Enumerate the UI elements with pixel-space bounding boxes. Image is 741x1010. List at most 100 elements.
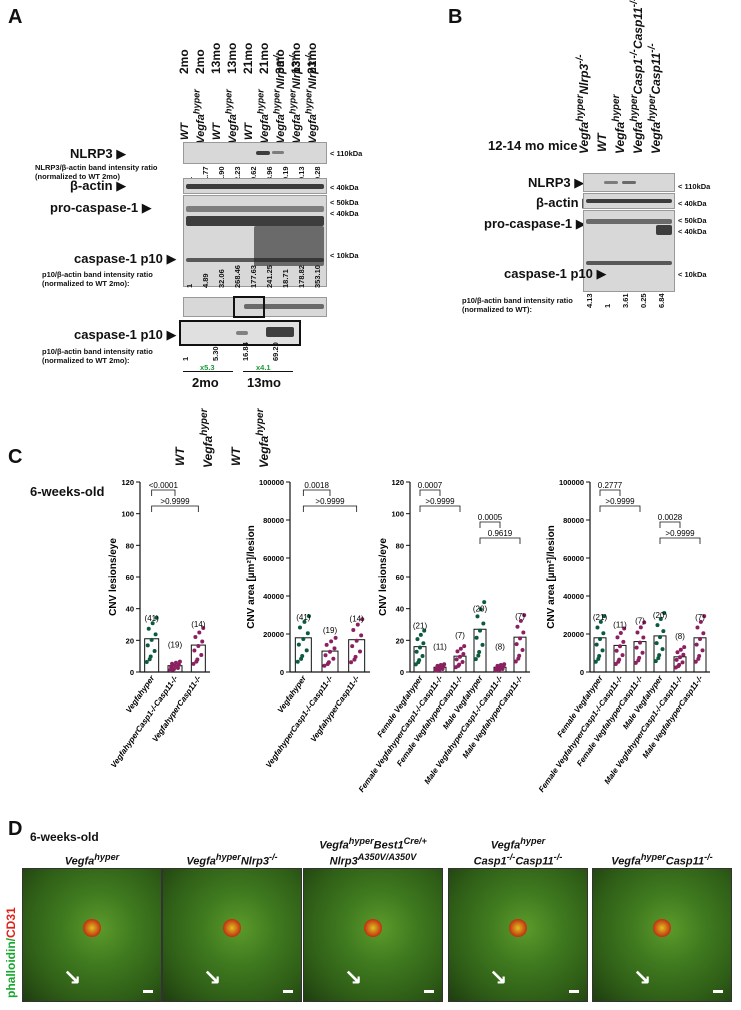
data-point [620, 653, 625, 658]
y-tick-label: 20000 [263, 630, 284, 639]
bactin-label: β-actin ▶ [70, 178, 127, 193]
data-point [676, 664, 681, 669]
data-point [680, 660, 685, 665]
y-tick-label: 0 [400, 668, 404, 677]
data-point [502, 662, 507, 667]
data-point [480, 642, 485, 647]
ratio-value: 1 [603, 303, 612, 308]
lane-genotype-1: Vegfahyper [191, 89, 207, 144]
y-axis-label: CNV lesions/eye [108, 538, 119, 616]
b-lane-genotype-3: VegfahyperCasp1-/-Casp11-/- [629, 0, 645, 154]
n-label: (20) [473, 604, 488, 613]
comparison-bracket [419, 489, 441, 496]
ratio-value: 1 [181, 356, 190, 361]
comparison-bracket [599, 489, 621, 496]
data-point [460, 659, 465, 664]
y-tick-label: 20 [126, 636, 134, 645]
b-bactin-blot [583, 193, 675, 209]
ratio-value: 241.25 [265, 265, 274, 288]
n-label: (8) [675, 632, 685, 641]
procaspase-label: pro-caspase-1 ▶ [50, 200, 152, 215]
data-point [641, 635, 646, 640]
micrograph-title-1: VegfahyperNlrp3-/- [186, 852, 278, 868]
n-label: (7) [515, 612, 525, 621]
micrograph-0: ↘ [22, 868, 162, 1002]
data-point [598, 636, 602, 641]
data-point [438, 663, 443, 668]
data-point [299, 656, 304, 661]
p-value: >0.9999 [665, 529, 695, 538]
ratio-value: 5.30 [211, 346, 220, 361]
ratio-value: 69.20 [271, 342, 280, 361]
data-point [518, 618, 523, 623]
mice-label: 12-14 mo mice [488, 138, 578, 153]
b-lane-genotype-1: WT [595, 133, 609, 152]
p-value: 0.0018 [304, 481, 329, 490]
data-point [481, 621, 486, 626]
data-point [681, 652, 686, 657]
data-point [518, 636, 522, 641]
data-point [635, 630, 640, 635]
ratio-value: 4.89 [201, 273, 210, 288]
panel-d-age: 6-weeks-old [30, 830, 99, 844]
data-point [331, 656, 336, 661]
kda-110: < 110kDa [330, 149, 363, 158]
micrograph-1: ↘ [162, 868, 302, 1002]
data-point [359, 633, 364, 638]
data-point [296, 642, 301, 647]
data-point [332, 646, 337, 651]
ratio-value: 6.84 [657, 293, 666, 308]
data-point [297, 625, 302, 630]
y-tick-label: 80 [396, 541, 404, 550]
b-kda-50: < 50kDa [678, 216, 707, 225]
data-point [522, 613, 527, 618]
data-point [475, 614, 480, 619]
fold-2mo: x5.3 [200, 363, 215, 372]
data-point [636, 658, 641, 663]
y-tick-label: 80000 [563, 516, 584, 525]
data-point [661, 629, 666, 634]
fold-13mo: x4.1 [256, 363, 271, 372]
data-point [328, 649, 332, 654]
data-point [694, 642, 699, 647]
comparison-bracket [419, 505, 461, 512]
b-caspase-p10-label: caspase-1 p10 ▶ [504, 266, 607, 281]
ratio-value: 1 [185, 283, 194, 288]
data-point [416, 660, 421, 665]
data-point [653, 659, 658, 664]
data-point [329, 639, 334, 644]
comparison-bracket [302, 489, 331, 496]
data-point [478, 607, 483, 612]
y-tick-label: 60000 [263, 554, 284, 563]
data-point [678, 647, 683, 652]
data-point [421, 641, 426, 646]
data-point [698, 619, 703, 624]
data-point [322, 663, 327, 668]
n-label: (7) [455, 631, 465, 640]
data-point [521, 630, 526, 635]
data-point [662, 611, 667, 616]
data-point [601, 631, 606, 636]
y-tick-label: 0 [130, 668, 134, 677]
p-value: <0.0001 [149, 481, 179, 490]
p-value: >0.9999 [315, 497, 345, 506]
data-point [153, 632, 158, 637]
data-point [496, 668, 501, 673]
data-point [513, 659, 518, 664]
data-point [354, 638, 359, 643]
micrograph-title-4: VegfahyperCasp11-/- [611, 852, 713, 868]
data-point [598, 619, 603, 624]
data-point [458, 654, 462, 659]
data-point [495, 663, 500, 668]
y-tick-label: 40000 [263, 592, 284, 601]
data-point [175, 665, 180, 670]
data-point [477, 650, 482, 655]
y-tick-label: 60 [396, 573, 404, 582]
zoom-box-large [179, 320, 301, 346]
data-point [640, 650, 645, 655]
y-tick-label: 40 [396, 605, 404, 614]
